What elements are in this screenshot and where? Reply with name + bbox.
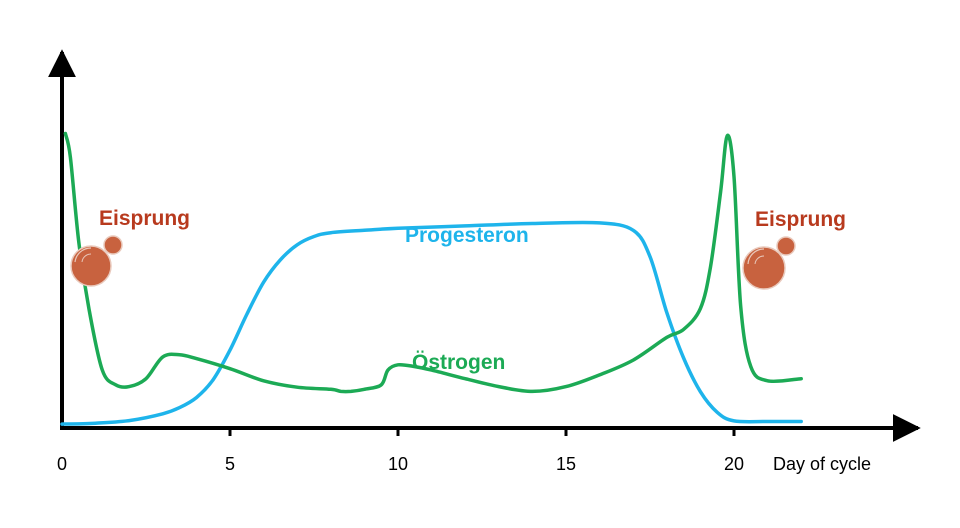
- x-tick-label: 20: [724, 454, 744, 474]
- x-tick-label: 5: [225, 454, 235, 474]
- egg-cell-icon: [70, 235, 123, 287]
- egg-cell-icon: [742, 236, 796, 290]
- ovulation-annotation-right: Eisprung: [742, 208, 846, 290]
- x-axis-title: Day of cycle: [773, 454, 871, 474]
- series-line--strogen: [63, 131, 803, 394]
- axes: [48, 49, 921, 442]
- series-label-progesteron: Progesteron: [405, 224, 529, 247]
- x-tick-label: 15: [556, 454, 576, 474]
- eisprung-label-left: Eisprung: [99, 207, 190, 230]
- x-tick-label: 10: [388, 454, 408, 474]
- x-ticks: 0 5 10 15 20: [57, 426, 744, 474]
- ovulation-annotation-left: Eisprung: [70, 207, 190, 287]
- series-label-oestrogen: Östrogen: [412, 351, 505, 374]
- series-layer: [60, 131, 803, 426]
- eisprung-label-right: Eisprung: [755, 208, 846, 231]
- x-tick-label: 0: [57, 454, 67, 474]
- series-line-progesteron: [60, 220, 803, 426]
